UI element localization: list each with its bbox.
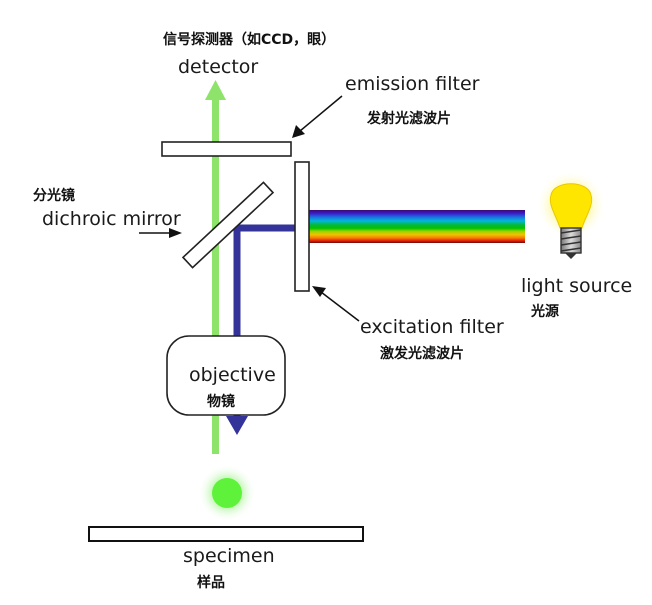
light-source-label-zh: 光源 <box>530 303 559 320</box>
emission-filter-label-zh: 发射光滤波片 <box>366 110 451 127</box>
detector-label-zh: 信号探测器（如CCD，眼） <box>163 31 335 48</box>
specimen-label-zh: 样品 <box>197 574 225 591</box>
excitation-filter <box>294 161 310 292</box>
excitation-arrow-head <box>226 416 248 435</box>
light-bulb-icon <box>536 170 606 259</box>
objective-label-en: objective <box>189 364 276 386</box>
excitation-filter-label-en: excitation filter <box>360 316 504 338</box>
objective-lens <box>166 335 286 416</box>
excitation-filter-pointer-arrow <box>312 286 360 322</box>
specimen-label-en: specimen <box>183 545 275 567</box>
dichroic-mirror-label-en: dichroic mirror <box>42 208 181 230</box>
emission-filter-label-en: emission filter <box>345 73 480 95</box>
dichroic-mirror-pointer-arrow <box>139 228 182 238</box>
light-source-label-en: light source <box>521 275 632 297</box>
fluorescent-specimen-dot <box>212 478 242 508</box>
excitation-filter-label-zh: 激发光滤波片 <box>380 345 464 362</box>
dichroic-mirror-label-zh: 分光镜 <box>33 187 75 204</box>
dichroic-mirror <box>181 181 275 269</box>
detector-label-en: detector <box>178 56 258 78</box>
specimen-slide <box>88 526 364 542</box>
emission-arrow-head <box>205 80 226 100</box>
emission-light-beam <box>212 98 219 454</box>
emission-filter-pointer-arrow <box>292 95 343 138</box>
objective-label-zh: 物镜 <box>207 393 235 410</box>
emission-filter <box>161 141 292 157</box>
white-light-spectrum-beam <box>309 210 525 243</box>
